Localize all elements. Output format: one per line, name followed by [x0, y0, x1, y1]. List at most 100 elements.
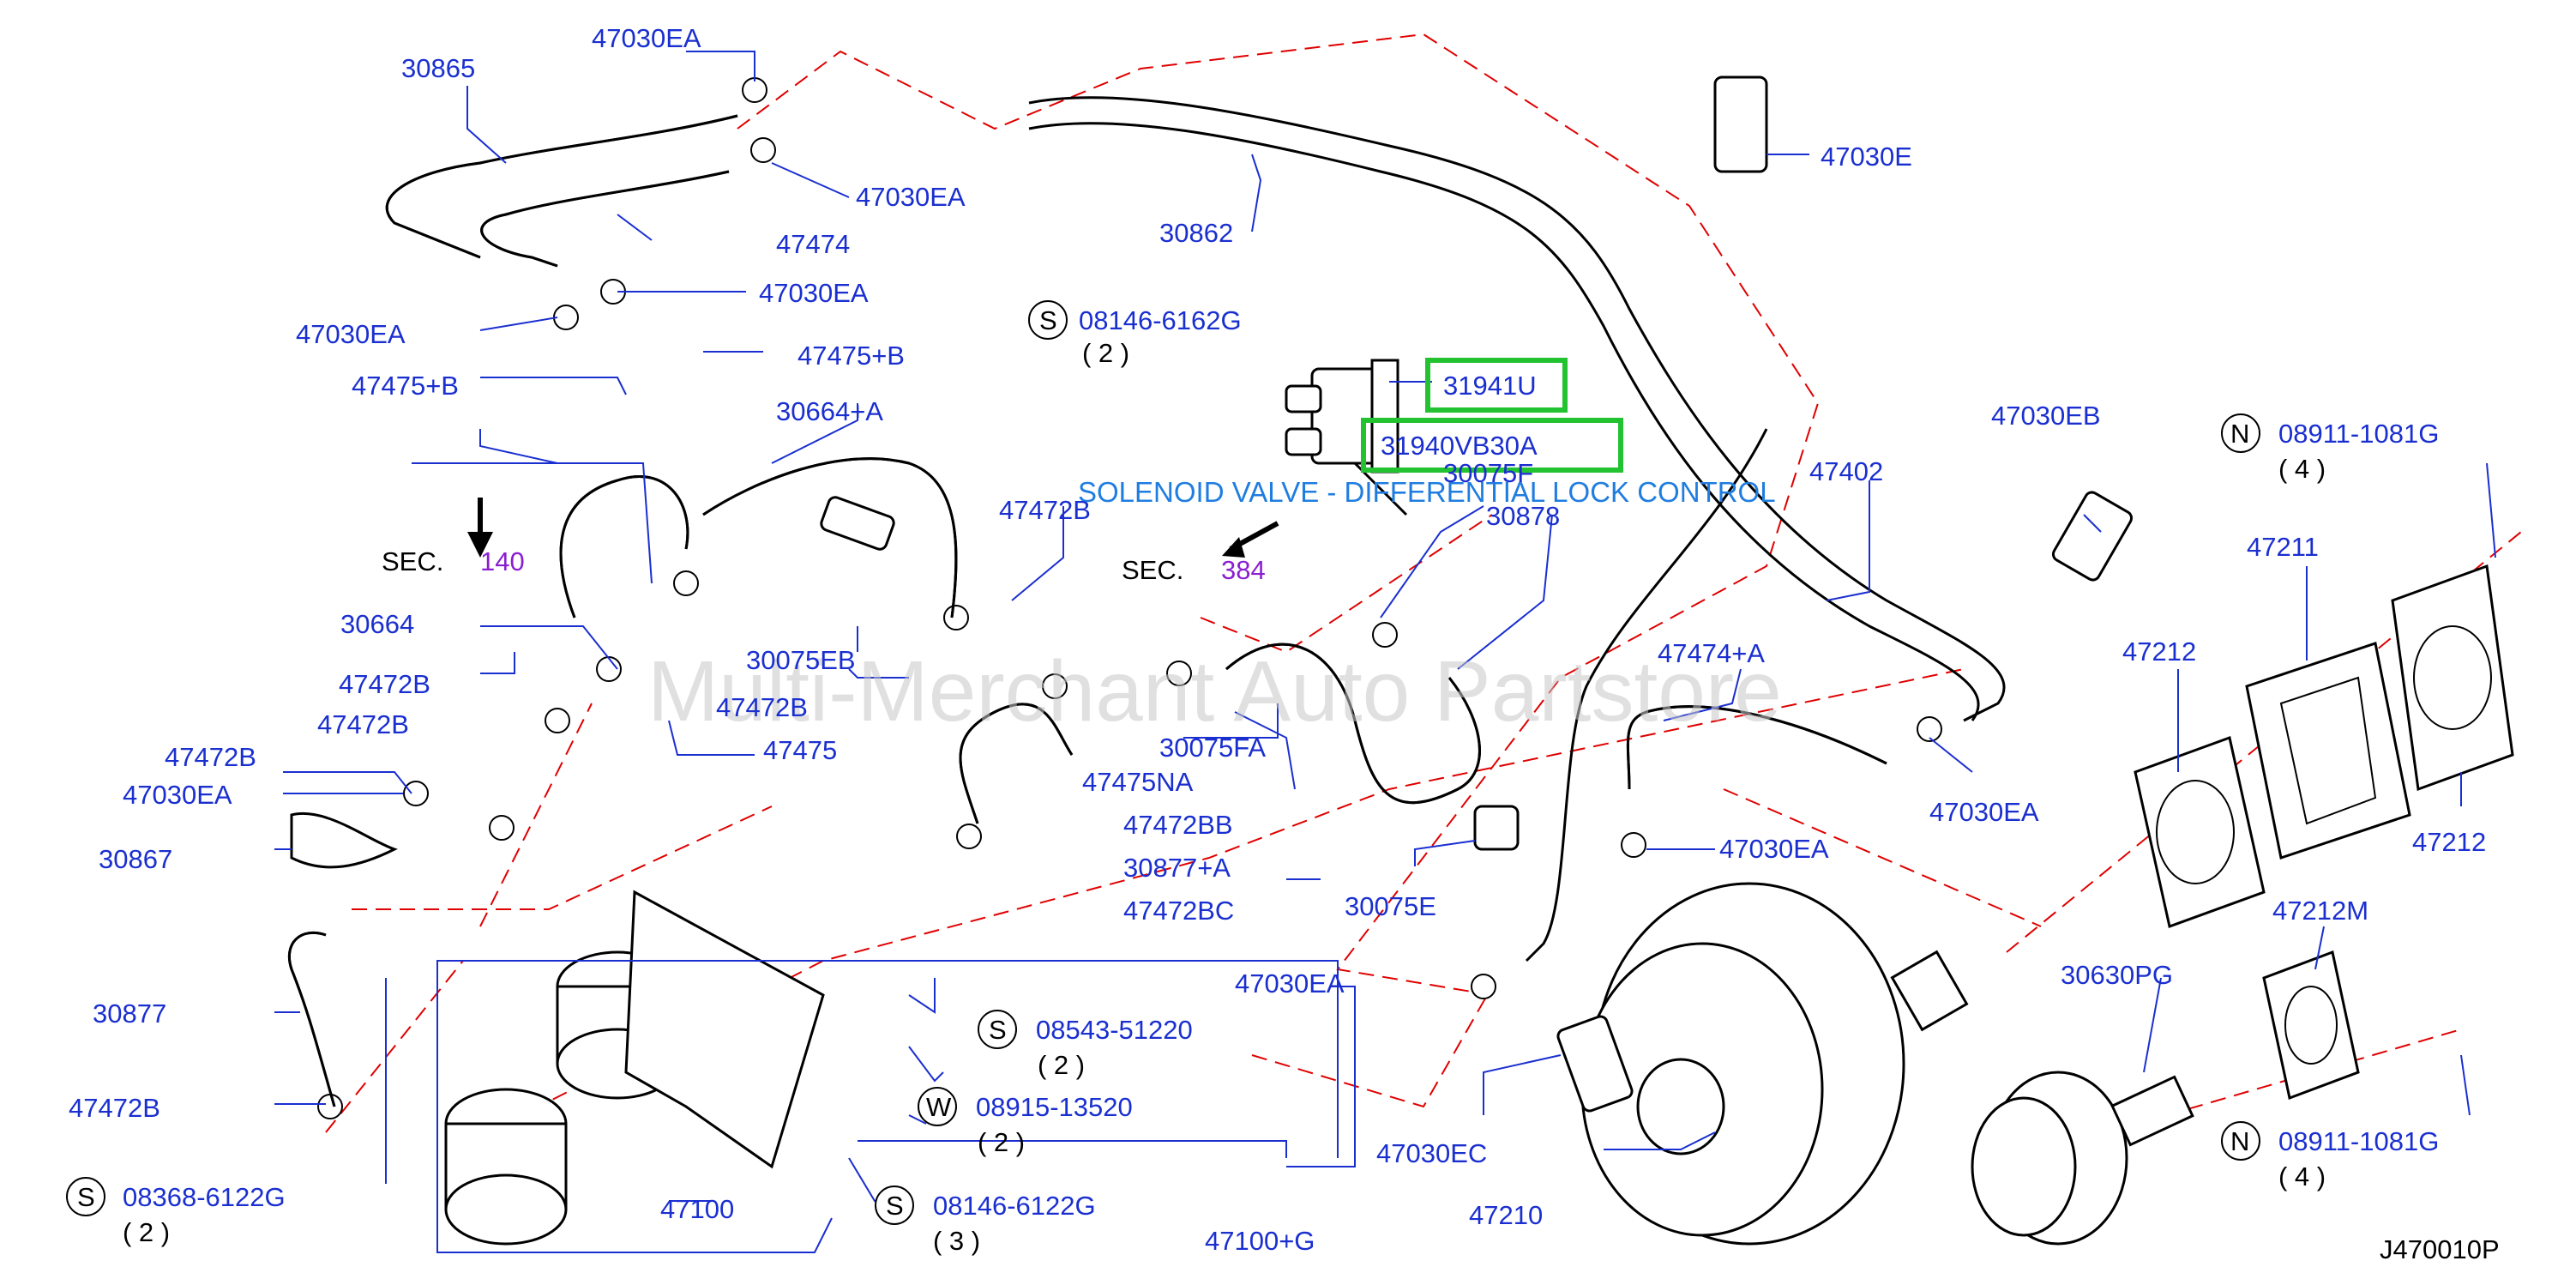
sec-384-number[interactable]: 384 — [1221, 555, 1266, 585]
part-labels: 30865 47030EA 47030EA 47474 47030EA 4703… — [69, 23, 2500, 1264]
gasket-47212M — [2262, 950, 2360, 1101]
part-label-47030EC[interactable]: 47030EC — [1376, 1138, 1487, 1168]
arrow-sec-140 — [467, 498, 493, 558]
fastener-number: 08915-13520 — [976, 1092, 1133, 1122]
fastener-qty: ( 2 ) — [1038, 1050, 1085, 1080]
part-label-30862[interactable]: 30862 — [1159, 218, 1233, 248]
leader-lines — [274, 51, 2496, 1253]
part-label-47100G[interactable]: 47100+G — [1205, 1226, 1315, 1256]
sec-140-prefix: SEC. — [382, 546, 443, 576]
highlight-box-31941U — [1425, 358, 1568, 413]
part-label-47212[interactable]: 47212 — [2412, 827, 2486, 857]
part-label-47472B[interactable]: 47472B — [69, 1093, 160, 1123]
sec-140-number[interactable]: 140 — [480, 546, 525, 576]
fastener-qty: ( 4 ) — [2278, 1161, 2326, 1192]
part-label-47030EA[interactable]: 47030EA — [1929, 797, 2039, 827]
part-label-47212[interactable]: 47212 — [2122, 636, 2196, 667]
bracket-47030E — [1713, 75, 1768, 173]
part-label-47472BB[interactable]: 47472BB — [1123, 810, 1233, 840]
part-label-30865[interactable]: 30865 — [401, 53, 475, 83]
fastener-callout[interactable]: S 08543-51220 ( 2 ) — [978, 1010, 1193, 1080]
part-label-47030EA[interactable]: 47030EA — [592, 23, 701, 53]
part-label-47030EA[interactable]: 47030EA — [123, 780, 232, 810]
fastener-callout[interactable]: S 08368-6122G ( 2 ) — [66, 1177, 286, 1247]
fastener-number: 08911-1081G — [2278, 419, 2439, 449]
part-label-30877A[interactable]: 30877+A — [1123, 853, 1231, 883]
hose-47474-a — [1626, 705, 1887, 790]
fastener-symbol: N — [2230, 1126, 2249, 1156]
part-label-30878[interactable]: 30878 — [1486, 501, 1560, 531]
part-31941U[interactable]: 31941U — [1443, 371, 1537, 401]
fastener-callout[interactable]: N 08911-1081G ( 4 ) — [2221, 413, 2439, 484]
fastener-callout[interactable]: S 08146-6162G ( 2 ) — [1028, 300, 1242, 368]
fastener-number: 08911-1081G — [2278, 1126, 2439, 1156]
arrow-sec-384 — [1222, 521, 1279, 558]
part-label-47472BC[interactable]: 47472BC — [1123, 896, 1234, 926]
fastener-number: 08368-6122G — [123, 1182, 286, 1212]
part-label-47402[interactable]: 47402 — [1809, 456, 1883, 486]
part-label-47472B[interactable]: 47472B — [165, 742, 256, 772]
fastener-number: 08146-6122G — [933, 1191, 1096, 1221]
canister-47100 — [444, 890, 825, 1246]
part-label-47472B[interactable]: 47472B — [999, 495, 1091, 525]
part-31940VB30A[interactable]: 31940VB30A — [1381, 431, 1538, 461]
part-label-47030EA[interactable]: 47030EA — [856, 182, 966, 212]
part-label-47475NA[interactable]: 47475NA — [1082, 767, 1194, 797]
part-label-47100[interactable]: 47100 — [660, 1194, 734, 1224]
part-label-47211[interactable]: 47211 — [2247, 532, 2319, 562]
fastener-number: 08543-51220 — [1036, 1015, 1193, 1045]
clip-30075EB — [820, 496, 895, 551]
part-label-47030EA[interactable]: 47030EA — [759, 278, 869, 308]
part-label-30664[interactable]: 30664 — [340, 609, 414, 639]
part-label-47472B[interactable]: 47472B — [339, 669, 430, 699]
part-label-47475B[interactable]: 47475+B — [352, 371, 459, 401]
clip-30075E — [1473, 805, 1520, 851]
fastener-callout[interactable]: W 08915-13520 ( 2 ) — [918, 1087, 1133, 1157]
hose-30877 — [287, 703, 1074, 1107]
fastener-symbol: S — [886, 1191, 904, 1221]
fastener-symbol: S — [1039, 305, 1057, 335]
part-label-30075FA[interactable]: 30075FA — [1159, 733, 1266, 763]
fastener-callout[interactable]: S 08146-6122G ( 3 ) — [875, 1186, 1096, 1256]
part-label-47474A[interactable]: 47474+A — [1658, 638, 1765, 668]
highlight-box-31940VB30A — [1361, 418, 1623, 473]
fastener-symbol: W — [926, 1092, 952, 1122]
adapter-47211 — [2245, 642, 2411, 860]
part-label-47030EA[interactable]: 47030EA — [1719, 834, 1829, 864]
highlight-caption: SOLENOID VALVE - DIFFERENTIAL LOCK CONTR… — [1078, 476, 1776, 508]
part-label-30075E[interactable]: 30075E — [1345, 891, 1436, 921]
part-label-30867[interactable]: 30867 — [99, 844, 172, 874]
part-label-47030EA[interactable]: 47030EA — [1235, 968, 1345, 998]
part-label-30075EB[interactable]: 30075EB — [746, 645, 856, 675]
fastener-qty: ( 4 ) — [2278, 454, 2326, 484]
gasket-47212 — [2134, 564, 2514, 928]
fastener-callout[interactable]: N 08911-1081G ( 4 ) — [2221, 1121, 2439, 1192]
diagram-code: J470010P — [2380, 1234, 2500, 1264]
fastener-qty: ( 3 ) — [933, 1226, 980, 1256]
part-label-47474[interactable]: 47474 — [776, 229, 850, 259]
hose-30664 — [559, 457, 958, 618]
clamp-set — [317, 77, 1942, 1119]
part-label-30630PG[interactable]: 30630PG — [2061, 960, 2173, 990]
part-label-47475[interactable]: 47475 — [763, 735, 837, 765]
hose-30878 — [1225, 643, 1481, 805]
part-label-47472B[interactable]: 47472B — [317, 709, 409, 739]
fastener-number: 08146-6162G — [1079, 305, 1242, 335]
part-label-47212M[interactable]: 47212M — [2272, 896, 2368, 926]
brake-booster-47210 — [1580, 882, 1969, 1246]
part-label-47472B[interactable]: 47472B — [716, 692, 808, 722]
fastener-qty: ( 2 ) — [1082, 338, 1129, 368]
part-label-47030EA[interactable]: 47030EA — [296, 319, 406, 349]
vacuum-pump-30630PG — [1971, 1071, 2194, 1246]
bracket-47030EB — [2051, 491, 2134, 582]
part-label-47030E[interactable]: 47030E — [1821, 142, 1912, 172]
part-label-30877[interactable]: 30877 — [93, 998, 166, 1029]
bracket-47030EC — [1556, 1015, 1634, 1113]
part-label-30075F[interactable]: 30075F — [1443, 458, 1533, 488]
fastener-symbol: N — [2230, 419, 2249, 449]
part-label-30664A[interactable]: 30664+A — [776, 396, 883, 426]
part-label-47210[interactable]: 47210 — [1469, 1200, 1543, 1230]
part-label-47475B[interactable]: 47475+B — [797, 341, 905, 371]
part-label-47030EB[interactable]: 47030EB — [1991, 401, 2101, 431]
